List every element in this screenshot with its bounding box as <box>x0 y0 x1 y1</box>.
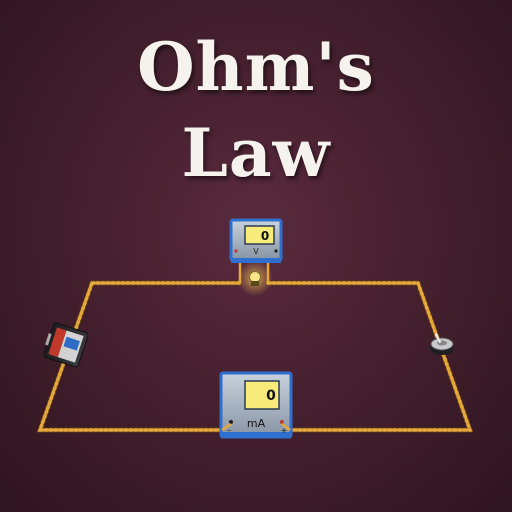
battery-icon[interactable] <box>41 322 89 368</box>
ammeter-minus-sign: – <box>227 426 231 435</box>
voltmeter-icon[interactable] <box>229 218 283 283</box>
bulb-icon[interactable] <box>237 260 273 296</box>
voltmeter-unit-label: V <box>253 247 259 256</box>
voltmeter-reading: 0 <box>261 229 269 243</box>
switch-icon[interactable] <box>430 333 454 355</box>
ammeter-plus-sign: + <box>281 426 288 435</box>
ammeter-unit-label: mA <box>247 417 266 430</box>
title-line-2: Law <box>181 114 331 192</box>
title-line-1: Ohm's <box>137 28 375 106</box>
ammeter-icon[interactable] <box>219 371 293 439</box>
ammeter-reading: 0 <box>266 388 276 404</box>
